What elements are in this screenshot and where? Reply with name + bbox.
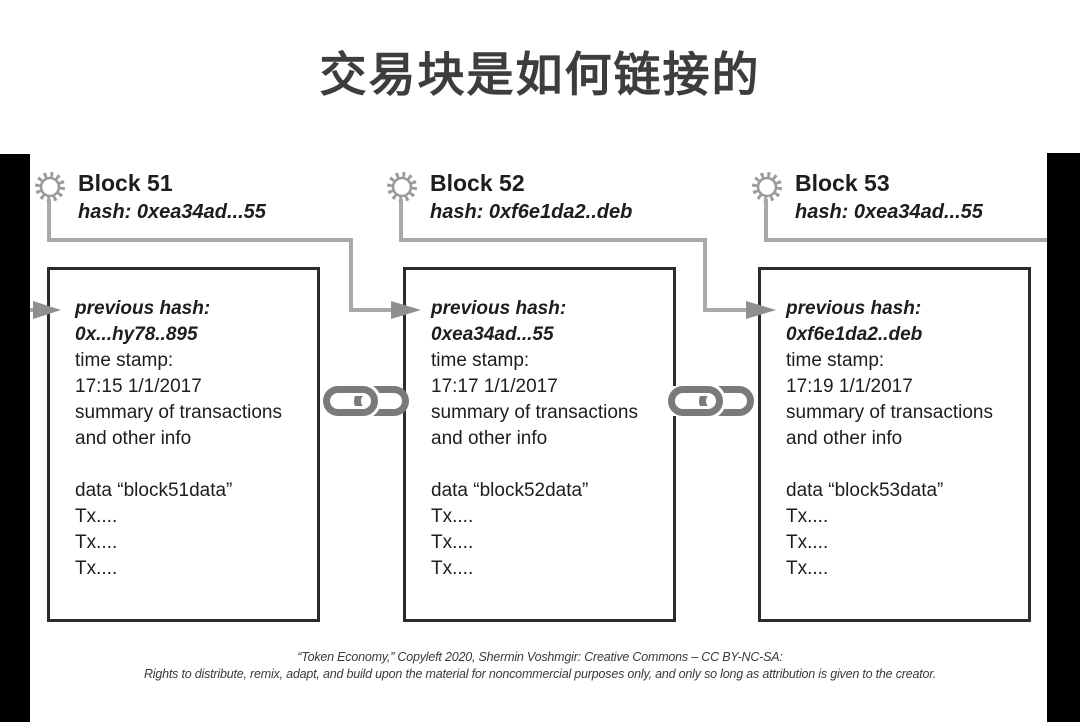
- timestamp-label: time stamp:: [75, 350, 174, 371]
- timestamp-label: time stamp:: [431, 350, 530, 371]
- tx-line: Tx....: [75, 532, 118, 553]
- block-name: Block 52: [430, 170, 525, 196]
- tx-line: Tx....: [431, 506, 474, 527]
- right-edge-mask: [1047, 153, 1080, 722]
- block-hash: hash: 0xf6e1da2..deb: [430, 201, 633, 223]
- tx-line: Tx....: [786, 506, 829, 527]
- previous-hash-value: 0x...hy78..895: [75, 324, 198, 345]
- tx-line: Tx....: [75, 506, 118, 527]
- spacer: [786, 452, 1020, 478]
- footer-line-1: “Token Economy,” Copyleft 2020, Shermin …: [297, 650, 783, 664]
- timestamp-label: time stamp:: [786, 350, 885, 371]
- block-hash: hash: 0xea34ad...55: [795, 201, 983, 223]
- summary-line: and other info: [431, 428, 548, 449]
- previous-hash-label: previous hash:: [75, 298, 211, 319]
- previous-hash-value: 0xea34ad...55: [431, 324, 554, 345]
- gear-icon: [35, 172, 65, 202]
- block-name: Block 53: [795, 170, 890, 196]
- block-hash: hash: 0xea34ad...55: [78, 201, 266, 223]
- tx-line: Tx....: [431, 558, 474, 579]
- summary-line: and other info: [75, 428, 192, 449]
- tx-line: Tx....: [431, 532, 474, 553]
- summary-line: summary of transactions: [75, 402, 282, 423]
- spacer: [431, 452, 665, 478]
- block-name: Block 51: [78, 170, 173, 196]
- footer-line-2: Rights to distribute, remix, adapt, and …: [143, 667, 937, 681]
- data-line: data “block51data”: [75, 480, 233, 501]
- block52-box: previous hash: 0xea34ad...55 time stamp:…: [403, 267, 676, 622]
- summary-line: summary of transactions: [786, 402, 993, 423]
- block51-box: previous hash: 0x...hy78..895 time stamp…: [47, 267, 320, 622]
- gear-icon: [387, 172, 417, 202]
- data-line: data “block52data”: [431, 480, 589, 501]
- timestamp-value: 17:15 1/1/2017: [75, 376, 202, 397]
- block51-header: Block 51 hash: 0xea34ad...55: [31, 168, 266, 226]
- summary-line: summary of transactions: [431, 402, 638, 423]
- footer-attribution: “Token Economy,” Copyleft 2020, Shermin …: [0, 649, 1080, 683]
- block53-box: previous hash: 0xf6e1da2..deb time stamp…: [758, 267, 1031, 622]
- data-line: data “block53data”: [786, 480, 944, 501]
- timestamp-value: 17:19 1/1/2017: [786, 376, 913, 397]
- summary-line: and other info: [786, 428, 903, 449]
- spacer: [75, 452, 309, 478]
- tx-line: Tx....: [786, 532, 829, 553]
- left-edge-mask: [0, 154, 30, 722]
- block53-header: Block 53 hash: 0xea34ad...55: [748, 168, 983, 226]
- block52-header: Block 52 hash: 0xf6e1da2..deb: [383, 168, 632, 226]
- tx-line: Tx....: [786, 558, 829, 579]
- chain-link-icon: [668, 386, 754, 416]
- page-title: 交易块是如何链接的: [319, 48, 761, 101]
- tx-line: Tx....: [75, 558, 118, 579]
- chain-link-icon: [323, 386, 409, 416]
- previous-hash-label: previous hash:: [431, 298, 567, 319]
- previous-hash-label: previous hash:: [786, 298, 922, 319]
- timestamp-value: 17:17 1/1/2017: [431, 376, 558, 397]
- previous-hash-value: 0xf6e1da2..deb: [786, 324, 923, 345]
- gear-icon: [752, 172, 782, 202]
